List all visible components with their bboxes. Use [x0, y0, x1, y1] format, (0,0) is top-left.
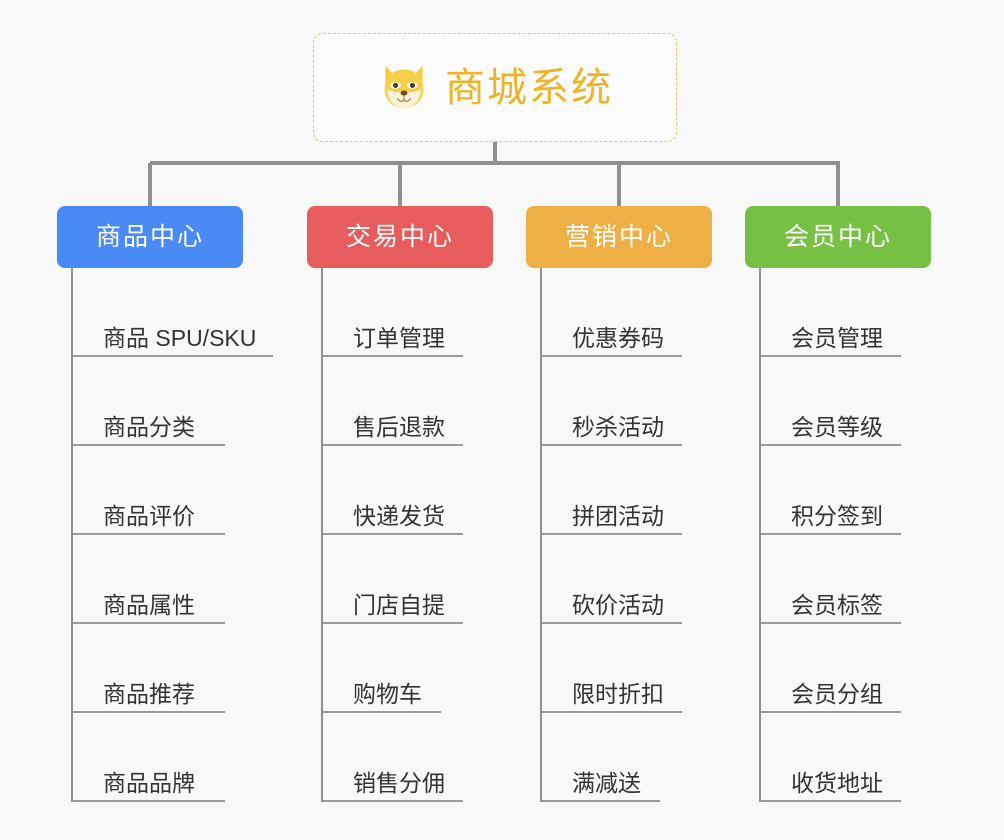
leaf-label: 会员等级 [791, 413, 883, 440]
branch-header-member-center[interactable]: 会员中心 [745, 206, 931, 268]
branch-header-product-center[interactable]: 商品中心 [57, 206, 243, 268]
leaf-label: 商品 SPU/SKU [103, 324, 257, 351]
leaf-label: 限时折扣 [572, 680, 664, 707]
leaf-item[interactable]: 会员分组 [761, 624, 977, 713]
branch-product-center: 商品中心 商品 SPU/SKU 商品分类 商品评价 商品属性 商品推荐 商品品牌 [57, 206, 289, 802]
root-node[interactable]: 商城系统 [313, 33, 677, 142]
leaf-label: 商品品牌 [103, 769, 195, 796]
leaf-item[interactable]: 商品品牌 [73, 713, 289, 802]
root-title: 商城系统 [445, 65, 613, 110]
shiba-dog-icon [384, 65, 424, 108]
branch-header-label: 营销中心 [564, 222, 673, 251]
branch-header-label: 交易中心 [345, 222, 454, 251]
leaf-item[interactable]: 商品分类 [73, 357, 289, 446]
leaf-item[interactable]: 限时折扣 [542, 624, 758, 713]
leaf-item[interactable]: 秒杀活动 [542, 357, 758, 446]
leaf-label: 满减送 [572, 769, 641, 796]
leaf-label: 收货地址 [791, 769, 883, 796]
leaf-item[interactable]: 商品 SPU/SKU [73, 268, 289, 357]
branch-trade-center: 交易中心 订单管理 售后退款 快递发货 门店自提 购物车 销售分佣 [307, 206, 539, 802]
leaf-item[interactable]: 会员管理 [761, 268, 977, 357]
leaf-item[interactable]: 优惠券码 [542, 268, 758, 357]
leaf-list-product-center: 商品 SPU/SKU 商品分类 商品评价 商品属性 商品推荐 商品品牌 [71, 268, 289, 802]
leaf-label: 商品属性 [103, 591, 195, 618]
leaf-item[interactable]: 积分签到 [761, 446, 977, 535]
leaf-label: 快递发货 [353, 502, 445, 529]
branch-header-trade-center[interactable]: 交易中心 [307, 206, 493, 268]
leaf-label: 商品评价 [103, 502, 195, 529]
branch-member-center: 会员中心 会员管理 会员等级 积分签到 会员标签 会员分组 收货地址 [745, 206, 977, 802]
leaf-label: 销售分佣 [353, 769, 445, 796]
leaf-item[interactable]: 砍价活动 [542, 535, 758, 624]
leaf-list-marketing-center: 优惠券码 秒杀活动 拼团活动 砍价活动 限时折扣 满减送 [540, 268, 758, 802]
branch-marketing-center: 营销中心 优惠券码 秒杀活动 拼团活动 砍价活动 限时折扣 满减送 [526, 206, 758, 802]
leaf-label: 门店自提 [353, 591, 445, 618]
leaf-label: 积分签到 [791, 502, 883, 529]
leaf-label: 订单管理 [353, 324, 445, 351]
leaf-label: 会员管理 [791, 324, 883, 351]
leaf-item[interactable]: 会员标签 [761, 535, 977, 624]
leaf-item[interactable]: 购物车 [323, 624, 539, 713]
leaf-label: 商品分类 [103, 413, 195, 440]
leaf-label: 商品推荐 [103, 680, 195, 707]
leaf-item[interactable]: 快递发货 [323, 446, 539, 535]
leaf-item[interactable]: 商品属性 [73, 535, 289, 624]
branch-header-label: 会员中心 [783, 222, 892, 251]
leaf-label: 秒杀活动 [572, 413, 664, 440]
leaf-label: 购物车 [353, 680, 422, 707]
branch-header-marketing-center[interactable]: 营销中心 [526, 206, 712, 268]
leaf-item[interactable]: 订单管理 [323, 268, 539, 357]
leaf-item[interactable]: 商品推荐 [73, 624, 289, 713]
leaf-label: 会员标签 [791, 591, 883, 618]
leaf-item[interactable]: 门店自提 [323, 535, 539, 624]
leaf-list-member-center: 会员管理 会员等级 积分签到 会员标签 会员分组 收货地址 [759, 268, 977, 802]
leaf-item[interactable]: 销售分佣 [323, 713, 539, 802]
leaf-list-trade-center: 订单管理 售后退款 快递发货 门店自提 购物车 销售分佣 [321, 268, 539, 802]
leaf-item[interactable]: 收货地址 [761, 713, 977, 802]
leaf-label: 优惠券码 [572, 324, 664, 351]
leaf-item[interactable]: 拼团活动 [542, 446, 758, 535]
leaf-label: 砍价活动 [572, 591, 664, 618]
leaf-item[interactable]: 会员等级 [761, 357, 977, 446]
leaf-item[interactable]: 售后退款 [323, 357, 539, 446]
leaf-item[interactable]: 满减送 [542, 713, 758, 802]
leaf-label: 售后退款 [353, 413, 445, 440]
leaf-label: 会员分组 [791, 680, 883, 707]
leaf-item[interactable]: 商品评价 [73, 446, 289, 535]
leaf-label: 拼团活动 [572, 502, 664, 529]
branch-header-label: 商品中心 [95, 222, 204, 251]
